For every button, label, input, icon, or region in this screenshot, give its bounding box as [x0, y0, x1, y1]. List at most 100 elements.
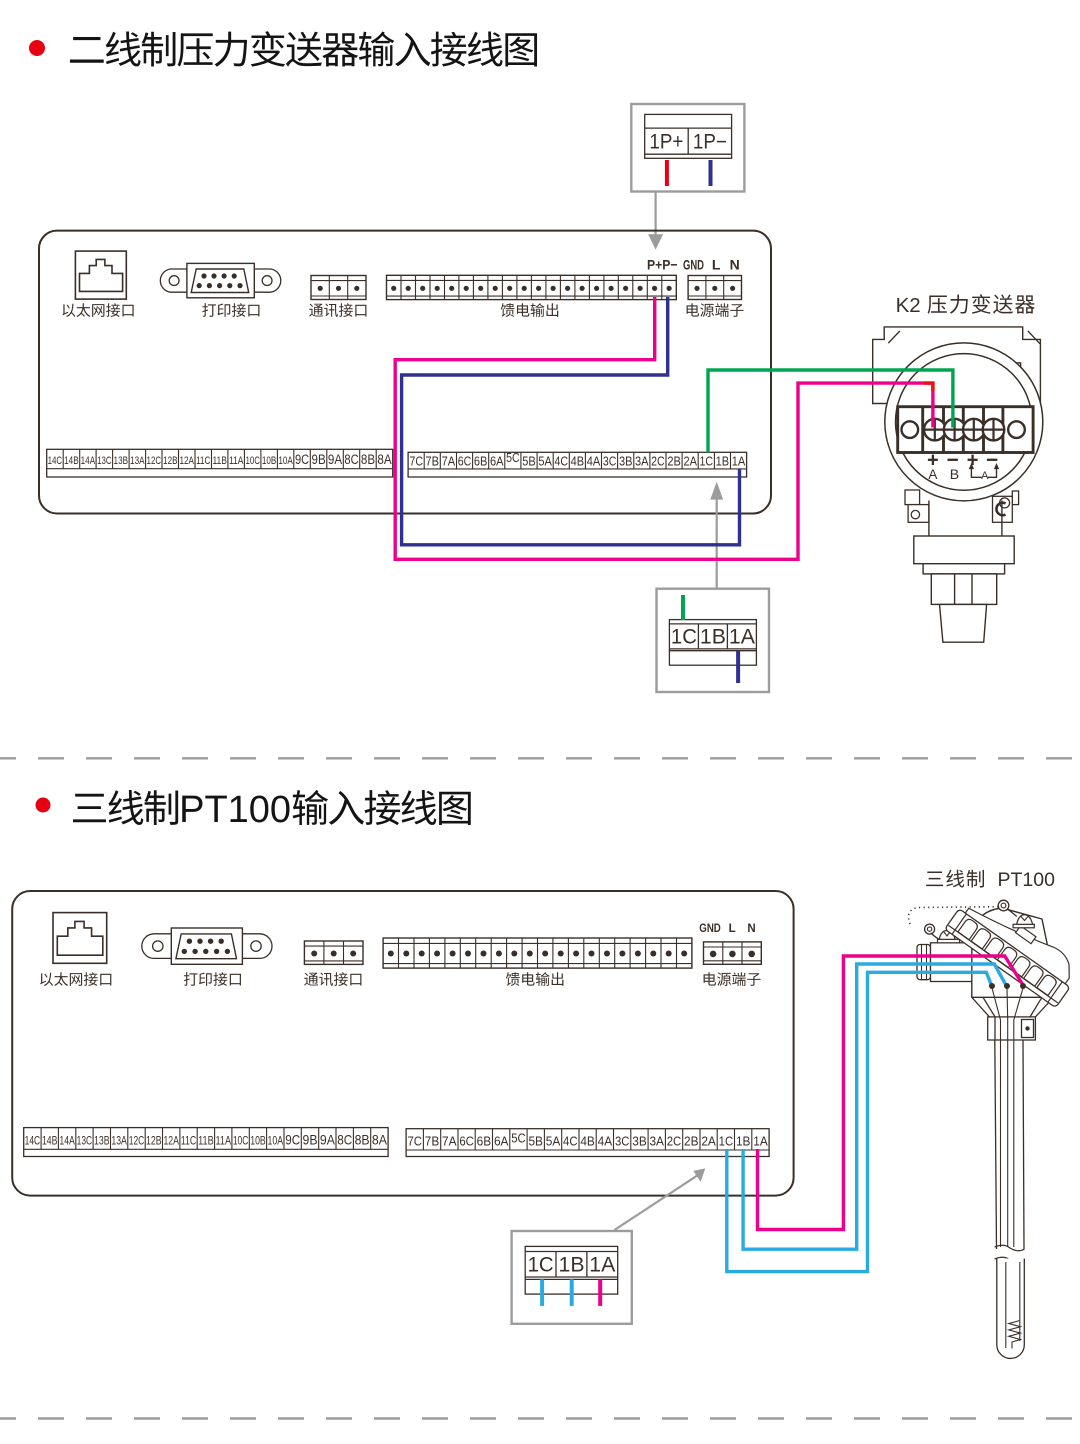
svg-text:8B: 8B: [355, 1131, 370, 1147]
svg-text:13A: 13A: [111, 1135, 127, 1147]
svg-text:3C: 3C: [603, 454, 617, 468]
svg-text:5A: 5A: [546, 1134, 561, 1149]
svg-text:14B: 14B: [42, 1135, 58, 1147]
svg-text:1B: 1B: [716, 454, 730, 468]
svg-text:14A: 14A: [81, 455, 96, 467]
svg-text:1C: 1C: [719, 1134, 734, 1149]
svg-text:3C: 3C: [615, 1134, 630, 1149]
svg-text:1P−: 1P−: [693, 131, 727, 154]
svg-text:6A: 6A: [494, 1134, 509, 1149]
svg-text:8A: 8A: [377, 452, 391, 467]
svg-text:5B: 5B: [528, 1134, 543, 1149]
svg-text:L: L: [729, 923, 736, 935]
svg-text:12C: 12C: [129, 1135, 145, 1147]
svg-text:1B: 1B: [736, 1134, 751, 1149]
svg-text:7C: 7C: [409, 454, 423, 468]
svg-text:1C: 1C: [700, 454, 714, 468]
svg-text:8C: 8C: [344, 452, 358, 467]
svg-text:12A: 12A: [163, 1135, 179, 1147]
svg-text:14C: 14C: [48, 455, 63, 467]
svg-text:9A: 9A: [328, 452, 342, 467]
svg-text:14A: 14A: [59, 1135, 75, 1147]
svg-text:1A: 1A: [732, 454, 746, 468]
svg-text:5A: 5A: [538, 454, 552, 468]
svg-text:GND: GND: [699, 923, 721, 935]
svg-text:9B: 9B: [303, 1131, 318, 1147]
svg-text:2C: 2C: [667, 1134, 682, 1149]
svg-text:A: A: [981, 470, 989, 482]
svg-text:9A: 9A: [320, 1131, 336, 1147]
svg-text:6C: 6C: [458, 454, 472, 468]
svg-text:4C: 4C: [554, 454, 568, 468]
svg-text:6C: 6C: [459, 1134, 474, 1149]
svg-text:8B: 8B: [361, 452, 375, 467]
svg-text:14B: 14B: [64, 455, 79, 467]
svg-text:5C: 5C: [511, 1130, 526, 1145]
svg-text:11C: 11C: [196, 455, 211, 467]
svg-text:K2: K2: [896, 294, 921, 317]
svg-text:12B: 12B: [163, 455, 178, 467]
svg-text:8C: 8C: [337, 1131, 352, 1147]
svg-text:11B: 11B: [198, 1135, 214, 1147]
svg-text:9C: 9C: [295, 452, 309, 467]
svg-text:P+P−: P+P−: [647, 256, 678, 272]
svg-text:1P+: 1P+: [649, 131, 683, 154]
svg-text:GND: GND: [683, 256, 704, 272]
svg-text:13B: 13B: [114, 455, 129, 467]
svg-text:11A: 11A: [216, 1135, 232, 1147]
svg-text:8A: 8A: [372, 1131, 388, 1147]
svg-text:1A: 1A: [753, 1134, 768, 1149]
svg-text:L: L: [712, 256, 721, 272]
svg-text:N: N: [747, 923, 755, 935]
svg-text:3B: 3B: [619, 454, 633, 468]
svg-text:13A: 13A: [130, 455, 145, 467]
svg-text:10B: 10B: [250, 1135, 266, 1147]
svg-text:N: N: [730, 256, 740, 272]
svg-text:5C: 5C: [506, 451, 520, 465]
svg-text:A: A: [928, 467, 937, 482]
svg-text:4A: 4A: [587, 454, 601, 468]
svg-text:10B: 10B: [262, 455, 277, 467]
svg-text:1C: 1C: [528, 1254, 554, 1277]
svg-text:12A: 12A: [179, 455, 194, 467]
svg-text:12C: 12C: [147, 455, 162, 467]
svg-text:1B: 1B: [700, 625, 726, 648]
svg-text:PT100: PT100: [179, 789, 291, 831]
svg-text:7A: 7A: [442, 1134, 457, 1149]
svg-text:5B: 5B: [522, 454, 536, 468]
svg-text:3A: 3A: [635, 454, 649, 468]
svg-text:3A: 3A: [649, 1134, 664, 1149]
svg-text:11B: 11B: [212, 455, 227, 467]
svg-text:6B: 6B: [477, 1134, 492, 1149]
svg-text:9B: 9B: [312, 452, 326, 467]
svg-text:1A: 1A: [729, 625, 755, 648]
svg-text:1A: 1A: [589, 1254, 615, 1277]
svg-text:7A: 7A: [442, 454, 456, 468]
svg-text:10A: 10A: [278, 455, 293, 467]
svg-text:10A: 10A: [268, 1135, 284, 1147]
svg-text:2A: 2A: [701, 1134, 716, 1149]
svg-text:4B: 4B: [580, 1134, 595, 1149]
svg-text:9C: 9C: [285, 1131, 300, 1147]
svg-text:2B: 2B: [684, 1134, 699, 1149]
svg-text:14C: 14C: [25, 1135, 41, 1147]
svg-text:3B: 3B: [632, 1134, 647, 1149]
svg-text:10C: 10C: [245, 455, 260, 467]
svg-text:2B: 2B: [667, 454, 681, 468]
svg-text:7C: 7C: [407, 1134, 422, 1149]
svg-text:13C: 13C: [77, 1135, 93, 1147]
svg-text:2A: 2A: [683, 454, 697, 468]
svg-text:PT100: PT100: [998, 869, 1056, 891]
svg-text:1B: 1B: [559, 1254, 585, 1277]
svg-text:12B: 12B: [146, 1135, 162, 1147]
svg-text:13C: 13C: [97, 455, 112, 467]
svg-text:1C: 1C: [671, 625, 697, 648]
svg-text:6A: 6A: [490, 454, 504, 468]
svg-text:13B: 13B: [94, 1135, 110, 1147]
svg-text:4C: 4C: [563, 1134, 578, 1149]
svg-text:6B: 6B: [474, 454, 488, 468]
svg-text:4B: 4B: [571, 454, 585, 468]
svg-text:4A: 4A: [598, 1134, 613, 1149]
svg-text:7B: 7B: [426, 454, 440, 468]
svg-text:2C: 2C: [651, 454, 665, 468]
